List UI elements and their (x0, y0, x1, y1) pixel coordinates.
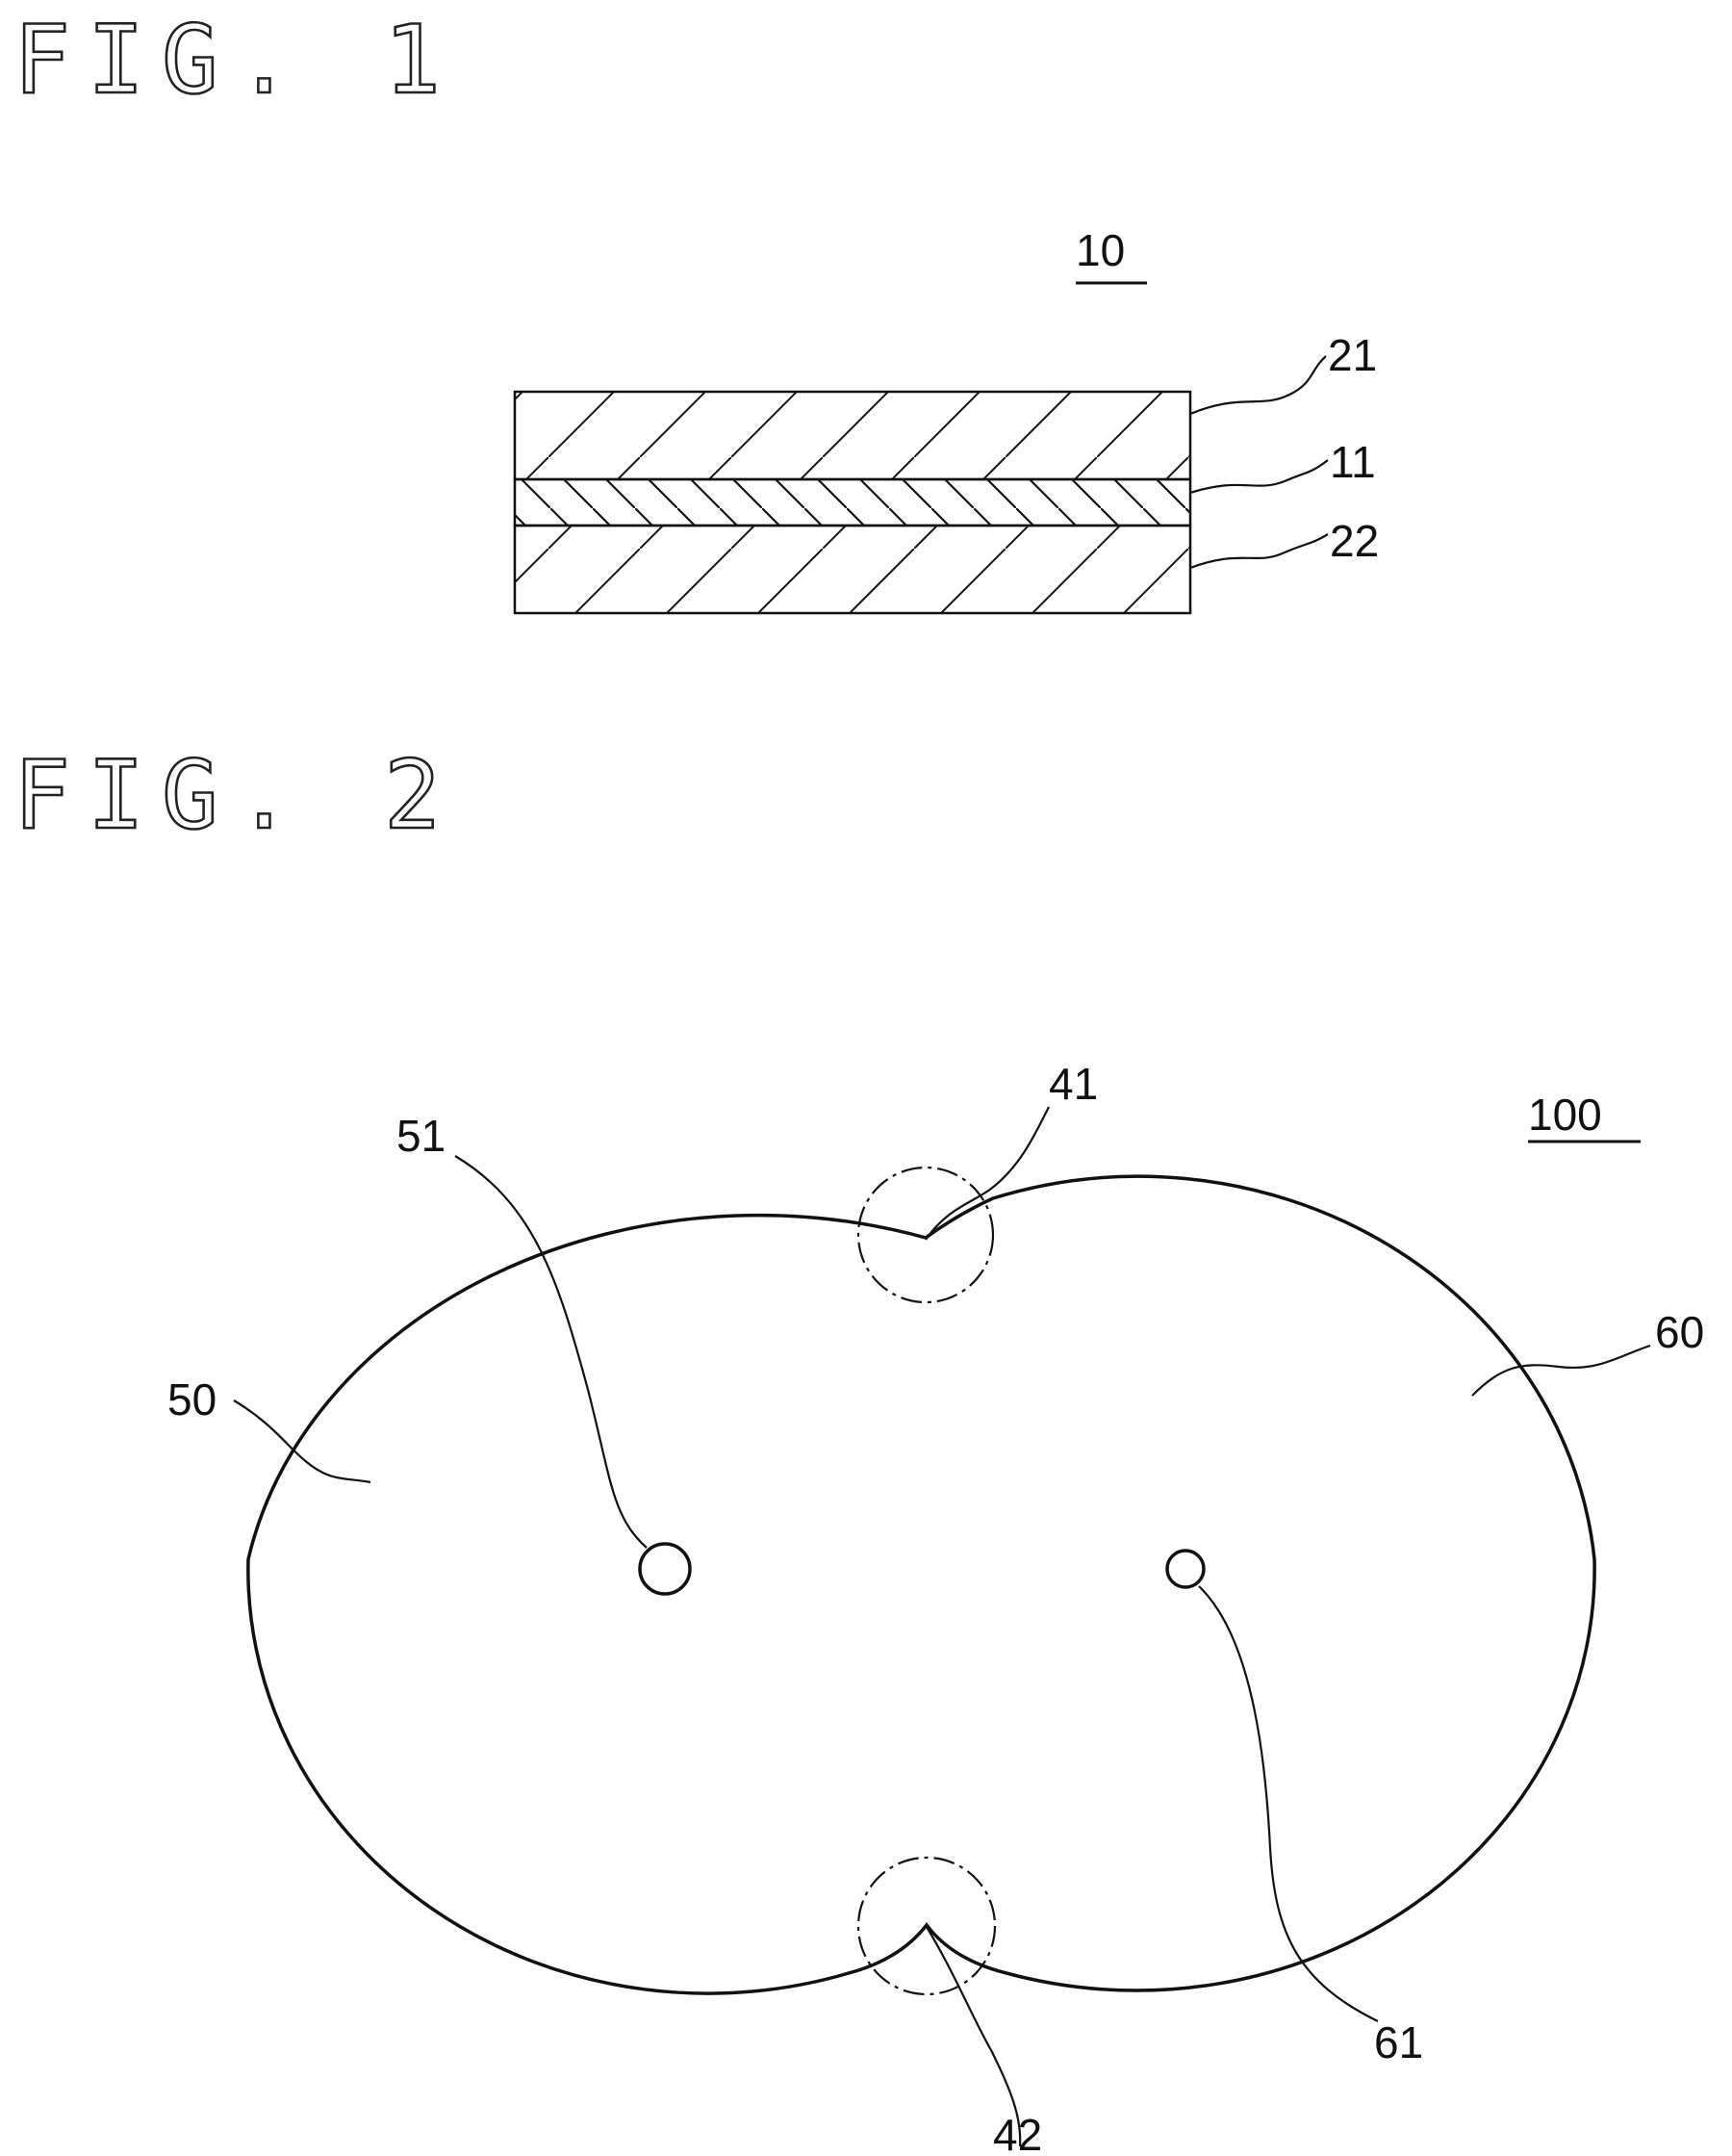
figure-2: FIG. 2 100 41 51 60 50 61 42 (13, 741, 1704, 2156)
layer-11 (515, 479, 1190, 526)
hole-61 (1167, 1551, 1204, 1587)
notch-41-detail-circle (858, 1168, 993, 1302)
ref-label-11: 11 (1330, 437, 1376, 487)
laminate-cross-section (515, 392, 1190, 613)
ref-label-61: 61 (1374, 2017, 1423, 2067)
fig1-leaders (1190, 356, 1328, 568)
ref-label-22: 22 (1330, 516, 1379, 566)
figure-2-title: FIG. 2 (13, 741, 458, 851)
layer-21 (515, 392, 1190, 479)
leader-51 (455, 1156, 647, 1548)
ref-label-100: 100 (1528, 1090, 1602, 1140)
ref-label-50: 50 (167, 1374, 216, 1424)
leader-61 (1199, 1586, 1378, 2021)
layer-22 (515, 526, 1190, 613)
assembly-label-10: 10 (1076, 225, 1147, 283)
double-lobe-outline (248, 1176, 1594, 1993)
leader-60 (1472, 1346, 1650, 1396)
ref-label-10: 10 (1076, 225, 1125, 275)
leader-41 (926, 1107, 1049, 1240)
figure-1-title: FIG. 1 (13, 6, 458, 116)
figure-1: FIG. 1 10 21 11 22 (13, 6, 1379, 613)
leader-11 (1190, 460, 1328, 493)
assembly-label-100: 100 (1528, 1090, 1641, 1142)
hole-51 (640, 1544, 690, 1594)
ref-label-51: 51 (396, 1111, 446, 1161)
ref-label-60: 60 (1655, 1307, 1704, 1357)
ref-label-41: 41 (1049, 1059, 1098, 1109)
fig2-leaders (234, 1107, 1650, 2146)
ref-label-21: 21 (1328, 330, 1377, 380)
leader-21 (1190, 356, 1326, 414)
leader-22 (1190, 534, 1328, 568)
ref-label-42: 42 (993, 2110, 1042, 2156)
leader-50 (234, 1400, 370, 1482)
